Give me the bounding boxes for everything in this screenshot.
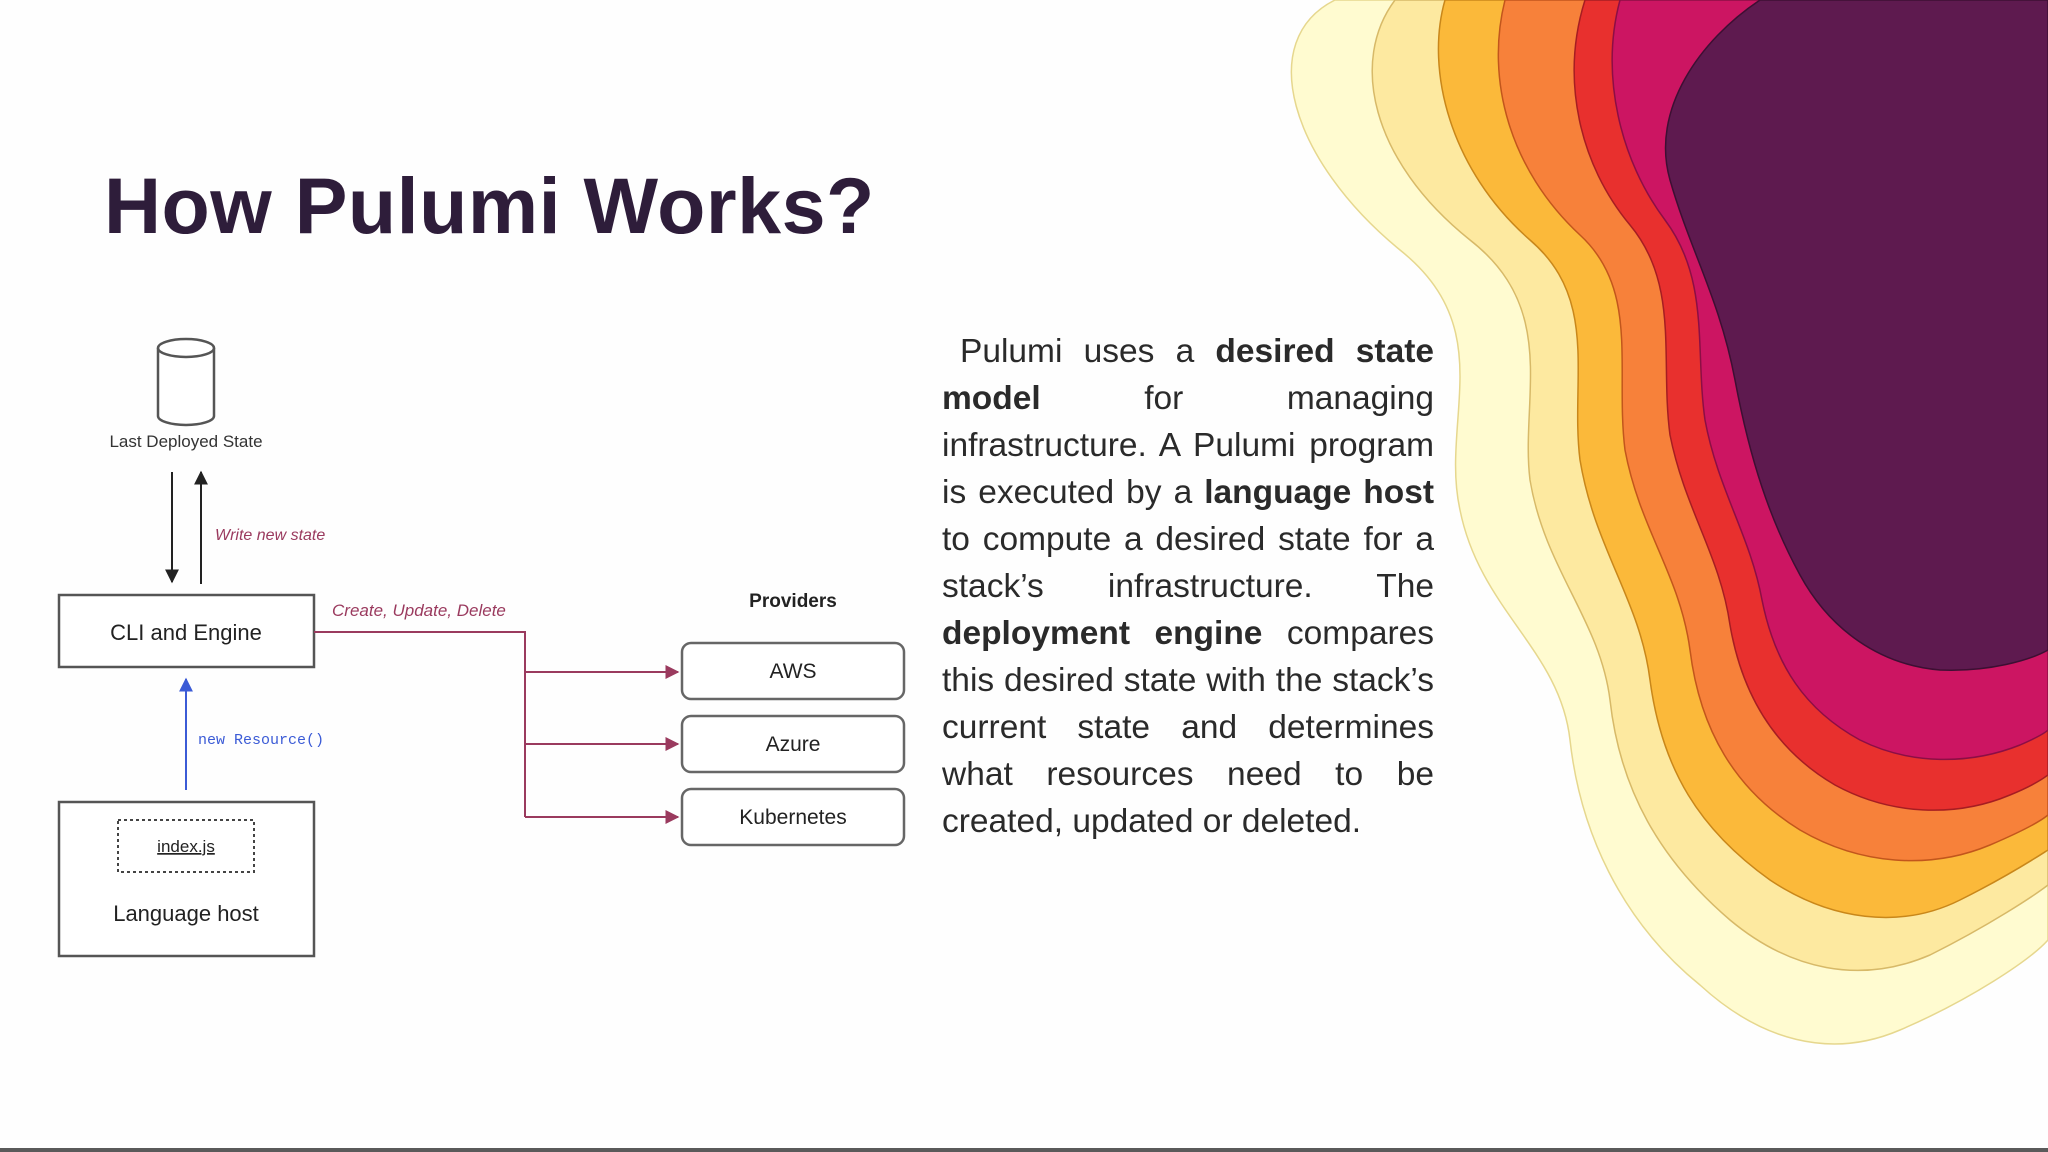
provider-box-aws <box>680 641 906 701</box>
providers-title: Providers <box>749 591 837 612</box>
description-run: for managing infrastructure. A Pulumi pr… <box>942 380 1434 511</box>
provider-box-azure <box>680 714 906 774</box>
language-host-label: Language host <box>113 901 259 926</box>
description-run: to compute a desired state for a stack’s… <box>942 521 1434 605</box>
description-run-bold: desired state model <box>942 333 1434 417</box>
file-label: index.js <box>157 837 215 856</box>
resource-call-label: new Resource() <box>198 732 324 749</box>
description-run-bold: language host <box>1204 474 1434 511</box>
wave-layer-7 <box>1664 0 2048 671</box>
database-icon <box>156 337 216 427</box>
provider-label-kubernetes: Kubernetes <box>739 806 846 829</box>
bottom-rule <box>0 1148 2048 1152</box>
file-box <box>117 819 255 873</box>
architecture-diagram: Last Deployed State Write new state CLI … <box>57 337 906 958</box>
description-run: compares this desired state with the sta… <box>942 615 1434 840</box>
provider-box-kubernetes <box>680 787 906 847</box>
provider-label-aws: AWS <box>769 660 816 683</box>
provider-label-azure: Azure <box>766 733 821 756</box>
description-run-bold: deployment engine <box>942 615 1263 652</box>
operations-connector <box>314 631 526 817</box>
description-paragraph: Pulumi uses a desired state model for ma… <box>942 328 1434 845</box>
engine-label: CLI and Engine <box>110 620 262 645</box>
slide-title: How Pulumi Works? <box>104 161 875 250</box>
state-label: Last Deployed State <box>109 432 262 451</box>
operations-label: Create, Update, Delete <box>332 601 506 620</box>
description-run: Pulumi uses a <box>960 333 1216 370</box>
write-state-label: Write new state <box>215 527 325 544</box>
